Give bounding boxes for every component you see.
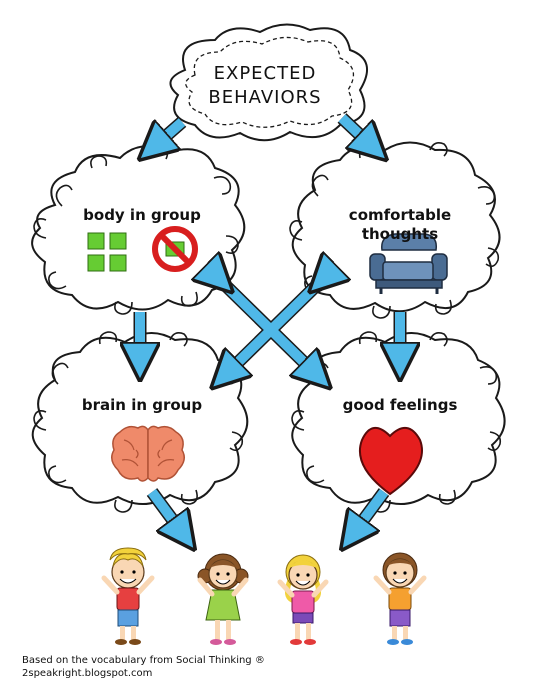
credit-line-1: Based on the vocabulary from Social Thin… [22,655,265,666]
child-girl-1 [197,553,249,645]
child-girl-2 [277,554,329,645]
title-line-2: BEHAVIORS [208,87,322,108]
node-comfortable-thoughts-line-1: comfortable [348,206,452,224]
node-body-in-group-label: body in group [83,206,201,224]
title-label: EXPECTED BEHAVIORS [185,62,345,110]
node-comfortable-thoughts-line-2: thoughts [361,225,439,243]
arrow-cross-thoughts-brain [222,282,320,378]
child-boy-2 [373,552,427,645]
node-good-feelings-label: good feelings [342,396,458,414]
node-comfortable-thoughts-label: comfortable thoughts [320,206,480,244]
child-boy-1 [101,547,155,645]
arrow-title-to-thoughts [338,114,376,150]
credit-line-2: 2speakright.blogspot.com [22,668,153,679]
heart-icon [358,427,423,496]
title-cloud [169,23,369,142]
arrow-brain-to-children [147,489,186,538]
title-line-1: EXPECTED [213,63,317,84]
no-symbol-icon [152,226,198,272]
arrow-feelings-to-children [350,489,389,538]
arrow-title-to-body [150,118,186,150]
cloud-body-in-group [31,145,246,315]
node-brain-in-group-label: brain in group [81,396,203,414]
green-grid-icon [87,232,127,272]
brain-icon [111,425,185,482]
armchair-icon [369,233,448,294]
